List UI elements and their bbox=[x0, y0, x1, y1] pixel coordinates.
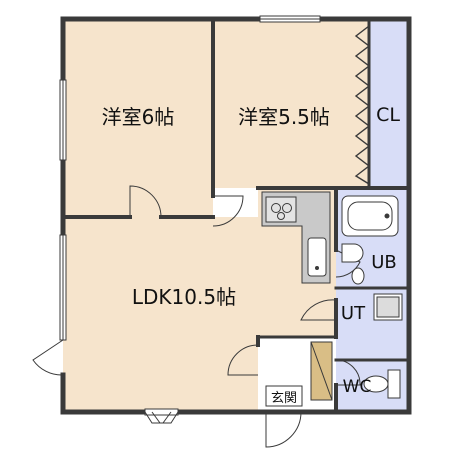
washing-machine bbox=[373, 293, 403, 321]
label-utility: UT bbox=[341, 303, 366, 324]
label-closet: CL bbox=[376, 104, 400, 126]
door-western-5-5 bbox=[212, 195, 244, 227]
door-balcony-left bbox=[32, 339, 64, 376]
shoe-cabinet bbox=[310, 341, 333, 401]
door-utility bbox=[300, 299, 337, 321]
door-unit-bath bbox=[335, 249, 361, 278]
stove bbox=[265, 196, 297, 223]
floor-western-5-5 bbox=[213, 21, 369, 188]
label-entrance: 玄関 bbox=[271, 391, 297, 406]
door-swings bbox=[32, 185, 361, 448]
label-toilet: WC bbox=[343, 377, 372, 397]
kitchen-sink bbox=[307, 237, 327, 277]
door-entrance-inner bbox=[227, 344, 259, 376]
floor-ldk bbox=[63, 188, 336, 410]
room-labels: 洋室6帖 洋室5.5帖 CL LDK10.5帖 UB UT WC 玄関 bbox=[102, 104, 401, 406]
label-ldk: LDK10.5帖 bbox=[132, 285, 236, 309]
bath-sink bbox=[341, 243, 364, 263]
door-western-6 bbox=[129, 185, 162, 218]
bath-toilet bbox=[351, 267, 365, 285]
wc-toilet bbox=[363, 369, 401, 399]
closet-folding-door bbox=[354, 25, 371, 185]
bath-fixtures bbox=[341, 195, 399, 285]
floor-western-6 bbox=[63, 21, 213, 217]
floor-closet bbox=[369, 21, 407, 188]
window-bottom bbox=[144, 408, 179, 416]
label-western-5-5: 洋室5.5帖 bbox=[238, 105, 330, 129]
kitchen-counter bbox=[261, 191, 331, 284]
door-toilet bbox=[335, 359, 361, 386]
windows bbox=[59, 15, 321, 424]
label-unit-bath: UB bbox=[371, 252, 397, 273]
entrance-label-box bbox=[265, 385, 303, 407]
walls bbox=[60, 16, 412, 415]
label-western-6: 洋室6帖 bbox=[102, 105, 175, 129]
door-entrance-front bbox=[265, 411, 302, 448]
bathtub bbox=[341, 195, 399, 237]
